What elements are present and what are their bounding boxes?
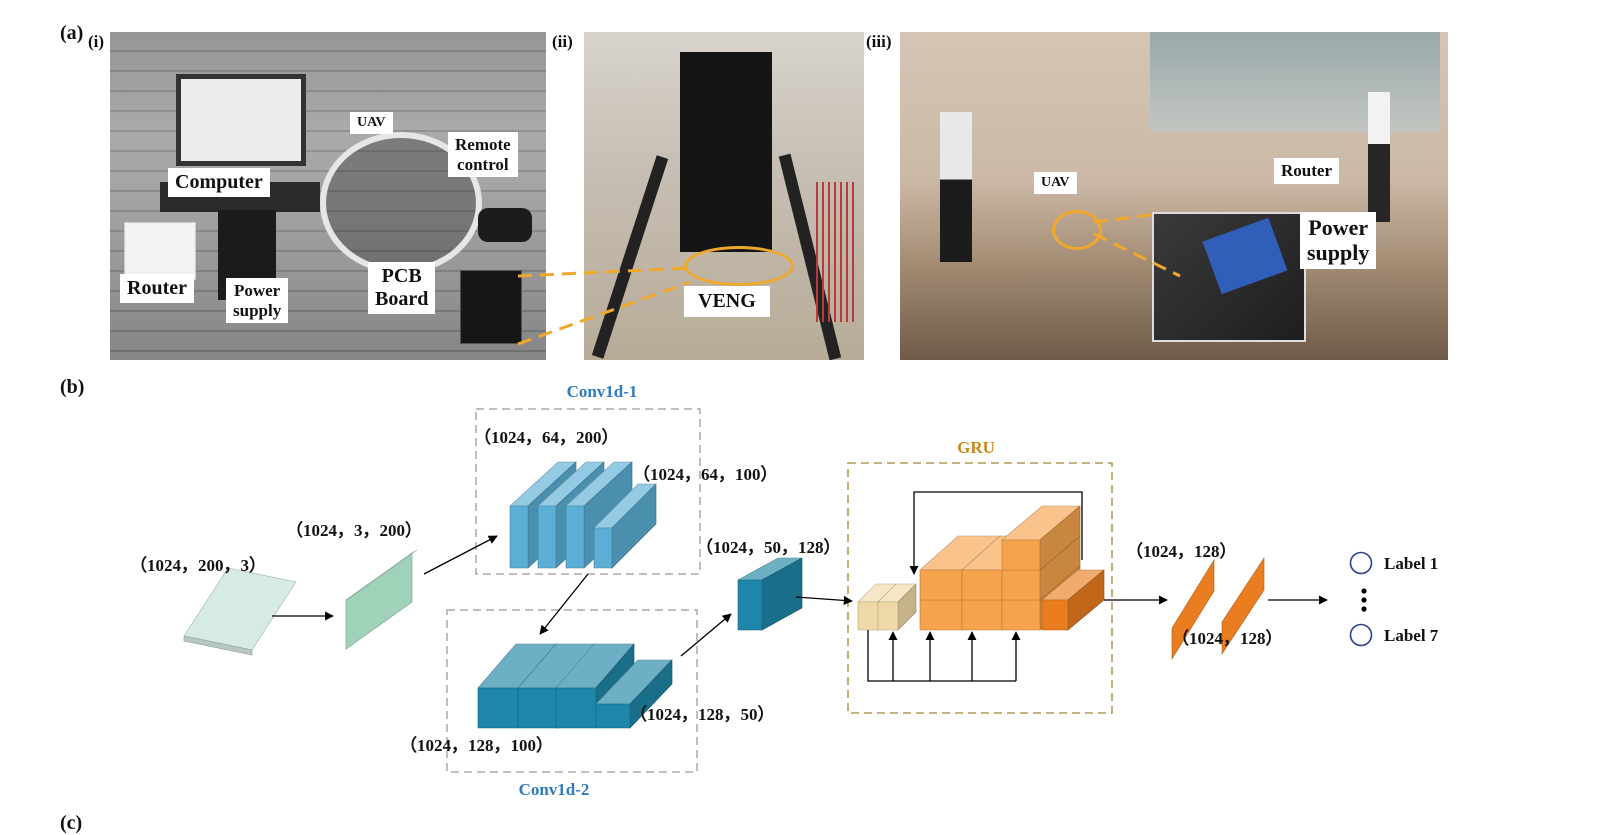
panel-a-label: (a) [60,22,84,44]
gru-block-5-front [1001,599,1041,631]
input-slab-edge [183,635,253,656]
callout-pcb-board: PCB Board [368,262,436,314]
label-1-circle [1349,551,1373,575]
ellipsis-dot-2 [1361,597,1367,603]
transpose-plane-top [345,549,418,601]
gru-block-7-front [1001,539,1041,571]
architecture-diagram: Conv1d-1 Conv1d-2 GRU （1024，200，3） （1024… [130,382,1439,799]
conv2-block-4-front [595,703,631,729]
label-1-text: Label 1 [1384,554,1438,573]
person-right-graphic [1368,92,1390,222]
callout-power-supply: Power supply [226,278,289,324]
label-7-circle [1349,623,1373,647]
router-graphic [124,222,196,280]
gru-group-title: GRU [957,438,995,457]
callout-computer: Computer [168,168,270,197]
veng-highlight-ring [684,246,794,286]
conv2-block-3-front [555,687,597,729]
network-blocks [183,461,1265,729]
conv2-group-title: Conv1d-2 [519,780,590,799]
conv1-block-1-front [509,505,529,569]
input-slab-top [183,567,297,651]
laptop-graphic [176,74,306,166]
gru-light-block-2-front [877,601,899,631]
callout-veng: VENG [684,286,770,317]
pcb-board-graphic [460,270,522,344]
arrow-conv1-to-conv2 [539,573,589,635]
panel-b-label: (b) [60,376,85,398]
gru-bottom-bus [867,630,1016,682]
window-graphic [1150,32,1440,132]
conv1-block-2-front [537,505,557,569]
conv1-block-3-front [565,505,585,569]
gru-light-block-1-front [857,601,879,631]
uav-frame-graphic [680,52,772,252]
arrow-reshape-to-gru [795,595,853,605]
gru-block-6-front [1001,569,1041,601]
gru-block-4-front [961,569,1003,601]
conv1-group-title: Conv1d-1 [567,382,638,401]
shape-input: （1024，200，3） [130,555,266,575]
conv2-block-1-front [477,687,519,729]
gru-block-3-front [961,599,1003,631]
arrow-conv2-to-reshape [680,613,732,657]
gru-top-loop [909,491,1083,575]
ellipsis-dot-1 [1361,588,1367,594]
shape-conv2-b: （1024，128，50） [630,704,775,724]
shape-conv1-a: （1024，64，200） [474,427,619,447]
panel-a-iii-label: (iii) [866,32,892,51]
callout-router-indoor: Router [1274,158,1339,184]
photo-indoor-flight-test [900,32,1448,360]
callout-remote-control: Remote control [448,132,518,178]
gru-out-plane-2 [1221,556,1265,656]
uav-leg-left-graphic [591,155,669,359]
remote-control-graphic [478,208,532,242]
shape-gru-out-a: （1024，128） [1126,541,1237,561]
conv2-block-2-front [517,687,559,729]
ellipsis-dot-3 [1361,606,1367,612]
label-7-text: Label 7 [1384,626,1439,645]
gru-block-1-front [919,599,963,631]
conv1-block-4-front [593,527,613,569]
arrow-transpose-to-conv1 [423,535,498,575]
callout-uav-indoor: UAV [1034,172,1077,195]
gru-block-8-front [1041,599,1069,631]
panel-a-ii-label: (ii) [552,32,573,51]
callout-router: Router [120,274,194,303]
wires-graphic [816,182,856,322]
transpose-plane-front [345,552,413,650]
shape-conv1-b: （1024，64，100） [633,464,778,484]
uav-highlight-ring [1052,210,1102,250]
reshape-block-front [737,579,763,631]
callout-power-supply-indoor: Power supply [1300,212,1377,269]
gru-out-plane-1 [1171,558,1215,661]
gru-group-frame [847,462,1113,714]
shape-gru-out-b: （1024，128） [1172,628,1283,648]
gru-block-2-front [919,569,963,601]
panel-a-i-label: (i) [88,32,105,51]
shape-conv2-a: （1024，128，100） [400,735,553,755]
conv2-group-frame [446,609,698,773]
shape-reshape: （1024，50，128） [696,537,841,557]
person-left-graphic [940,112,972,262]
gru-feedback-loop [867,491,1083,682]
shape-transpose: （1024，3，200） [286,520,422,540]
callout-uav: UAV [350,112,393,135]
